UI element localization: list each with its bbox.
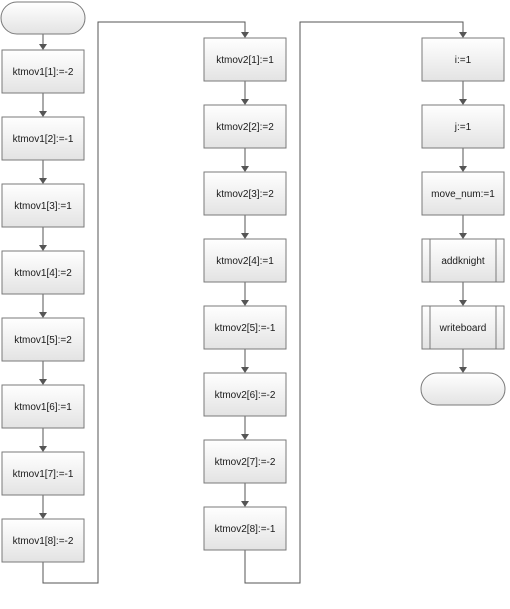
col3-step-1-process: i:=1 <box>421 37 505 82</box>
col1-step-3-process: ktmov1[2]:=-1 <box>1 116 85 161</box>
arrow-col2-3 <box>241 215 249 239</box>
step-label: i:=1 <box>455 55 472 66</box>
step-label: ktmov2[5]:=-1 <box>215 323 276 334</box>
step-label: ktmov2[7]:=-2 <box>215 457 276 468</box>
step-label: ktmov1[5]:=2 <box>14 335 72 346</box>
col1-step-6-process: ktmov1[5]:=2 <box>1 317 85 362</box>
arrow-col3-5 <box>459 349 467 373</box>
connectors <box>39 21 467 584</box>
step-label: j:=1 <box>454 122 472 133</box>
step-label: ktmov1[4]:=2 <box>14 268 72 279</box>
col3-step-4-subprocess: addknight <box>421 238 505 283</box>
connector-col2-to-col3 <box>244 21 467 584</box>
process-shape <box>203 372 287 417</box>
subprocess-shape <box>421 305 505 350</box>
process-shape <box>421 104 505 149</box>
arrow-col2-4 <box>241 282 249 306</box>
process-shape <box>203 506 287 551</box>
col2-step-3-process: ktmov2[3]:=2 <box>203 171 287 216</box>
arrow-col2-5 <box>241 349 249 373</box>
arrow-col1-3 <box>39 160 47 184</box>
arrow-col1-7 <box>39 428 47 452</box>
step-label: ktmov1[8]:=-2 <box>13 536 74 547</box>
process-shape <box>203 171 287 216</box>
col2-step-5-process: ktmov2[5]:=-1 <box>203 305 287 350</box>
arrow-col3-3 <box>459 215 467 239</box>
step-label: ktmov2[6]:=-2 <box>215 390 276 401</box>
step-label: ktmov2[3]:=2 <box>216 189 274 200</box>
col1-step-8-process: ktmov1[7]:=-1 <box>1 451 85 496</box>
col2-step-6-process: ktmov2[6]:=-2 <box>203 372 287 417</box>
step-label: ktmov2[1]:=1 <box>216 55 274 66</box>
step-label: ktmov2[4]:=1 <box>216 256 274 267</box>
col2-step-8-process: ktmov2[8]:=-1 <box>203 506 287 551</box>
arrow-col1-2 <box>39 93 47 117</box>
process-shape <box>1 518 85 563</box>
process-shape <box>1 183 85 228</box>
arrow-col2-6 <box>241 416 249 440</box>
step-label: ktmov1[1]:=-2 <box>13 67 74 78</box>
col1-step-5-process: ktmov1[4]:=2 <box>1 250 85 295</box>
arrow-col3-1 <box>459 81 467 105</box>
arrow-col1-4 <box>39 227 47 251</box>
connector-col1-to-col2 <box>42 21 249 584</box>
process-shape <box>1 384 85 429</box>
process-shape <box>203 305 287 350</box>
col2-step-1-process: ktmov2[1]:=1 <box>203 37 287 82</box>
col1-step-1-terminal <box>0 1 86 35</box>
process-shape <box>421 37 505 82</box>
process-shape <box>421 171 505 216</box>
step-label: ktmov1[7]:=-1 <box>13 469 74 480</box>
process-shape <box>203 439 287 484</box>
process-shape <box>1 250 85 295</box>
col2-step-7-process: ktmov2[7]:=-2 <box>203 439 287 484</box>
step-label: ktmov2[8]:=-1 <box>215 524 276 535</box>
subprocess-shape <box>421 238 505 283</box>
process-shape <box>1 116 85 161</box>
col3-step-6-terminal <box>420 372 506 406</box>
arrow-col2-1 <box>241 81 249 105</box>
arrow-col3-2 <box>459 148 467 172</box>
step-label: writeboard <box>439 323 487 334</box>
process-shape <box>1 451 85 496</box>
step-label: ktmov1[2]:=-1 <box>13 134 74 145</box>
step-label: ktmov1[3]:=1 <box>14 201 72 212</box>
arrow-col3-4 <box>459 282 467 306</box>
col1-step-2-process: ktmov1[1]:=-2 <box>1 49 85 94</box>
step-label: ktmov1[6]:=1 <box>14 402 72 413</box>
col3-step-5-subprocess: writeboard <box>421 305 505 350</box>
col1-step-7-process: ktmov1[6]:=1 <box>1 384 85 429</box>
col3-step-2-process: j:=1 <box>421 104 505 149</box>
process-shape <box>203 104 287 149</box>
process-shape <box>203 37 287 82</box>
nodes: ktmov1[1]:=-2 ktmov1[2]:=-1 ktmov1[3]:=1 kt… <box>0 1 506 563</box>
arrow-col1-6 <box>39 361 47 385</box>
col2-step-2-process: ktmov2[2]:=2 <box>203 104 287 149</box>
arrow-col1-8 <box>39 495 47 519</box>
col1-step-9-process: ktmov1[8]:=-2 <box>1 518 85 563</box>
arrow-col1-1 <box>39 34 47 50</box>
arrow-col2-2 <box>241 148 249 172</box>
step-label: addknight <box>441 256 485 267</box>
col1-step-4-process: ktmov1[3]:=1 <box>1 183 85 228</box>
step-label: move_num:=1 <box>431 189 495 200</box>
arrow-col2-7 <box>241 483 249 507</box>
arrow-col1-5 <box>39 294 47 318</box>
col3-step-3-process: move_num:=1 <box>421 171 505 216</box>
terminal-shape <box>420 372 506 406</box>
step-label: ktmov2[2]:=2 <box>216 122 274 133</box>
process-shape <box>203 238 287 283</box>
process-shape <box>1 317 85 362</box>
col2-step-4-process: ktmov2[4]:=1 <box>203 238 287 283</box>
terminal-shape <box>0 1 86 35</box>
process-shape <box>1 49 85 94</box>
